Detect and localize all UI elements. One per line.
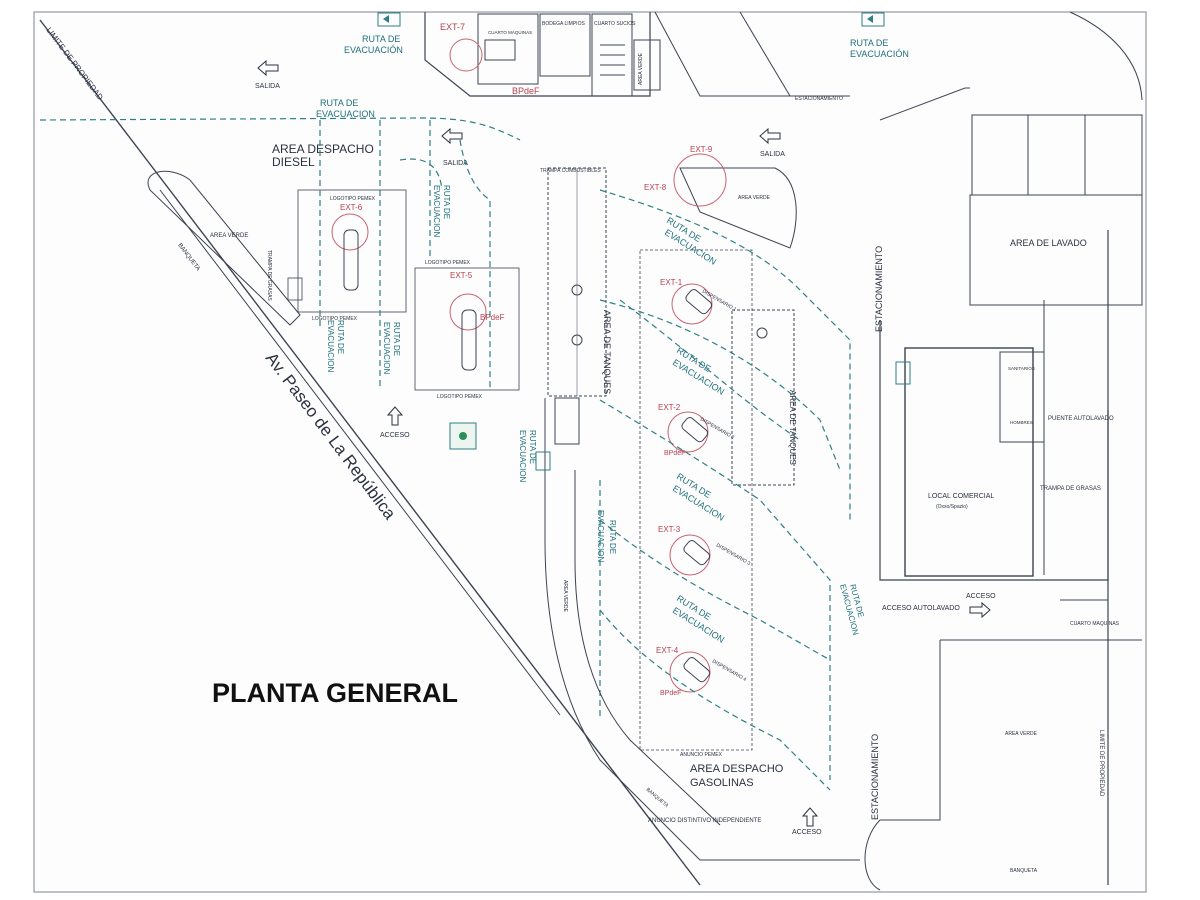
mark-d2: BPdeF [664,450,685,457]
anuncio-pemex-label: ANUNCIO PEMEX [680,752,723,758]
ruta-topright-label: RUTA DE [850,38,888,48]
tanks-zone-2 [731,309,795,486]
logotipo-pemex-3: LOGOTIPO PEMEX [437,394,483,400]
cuarto-sucios-label: CUARTO SUCIOS [594,21,636,27]
area-diesel-label-1: AREA DESPACHO [272,142,374,156]
gasolinas-zone [639,249,753,751]
salida-left-icon [257,59,279,77]
trampa-grasas-left-label: TRAMPA DE GRASAS [266,250,272,301]
evac-top-label: EVACUACION [316,109,375,119]
ext-3-label: EXT-3 [658,525,681,534]
area-tanques-2-label: AREA DE TANQUES [788,390,797,465]
trampa-combustibles-label: TRAMPA COMBUSTIBLES [540,168,601,174]
acceso-left-label: ACCESO [380,432,410,439]
right-structures [864,87,1143,891]
estacionamiento-mid-label: ESTACIONAMIENTO [874,246,884,332]
sanitarios-label: SANITARIOS [1008,366,1035,371]
cuarto-maquinas-top-label: CUARTO MAQUINAS [488,30,532,35]
evac-vert-2: EVACUACION [518,430,527,483]
acceso-bottom-label: ACCESO [792,829,822,836]
logotipo-pemex-1: LOGOTIPO PEMEX [330,196,376,202]
street-edge [39,19,701,886]
salida-mid-label: SALIDA [443,160,468,167]
ruta-vert-2: RUTA DE [528,430,537,464]
evac-vert-1: EVACUACION [596,510,605,563]
area-verde-strip-label: AREA VERDE [562,580,568,613]
area-diesel-label-2: DIESEL [272,155,315,169]
estacionamiento-top-label: ESTACIONAMIENTO [795,96,843,102]
ext-1-label: EXT-1 [660,278,683,287]
ext-4-label: EXT-4 [656,646,679,655]
acceso-autolavado-label: ACCESO AUTOLAVADO [882,605,960,612]
evac-diesel-1: EVACUACION [326,320,335,373]
salida-mid-icon [441,127,463,145]
ruta-vert-1: RUTA DE [608,520,617,554]
bodega-limpios-label: BODEGA LIMPIOS [542,21,585,27]
area-verde-top-label: AREA VERDE [638,52,644,85]
area-verde-right-label: AREA VERDE [1005,731,1038,737]
salida-right-icon [759,127,781,145]
diesel-island-1 [297,189,407,313]
ruta-diesel-2: RUTA DE [392,322,401,356]
evac-diesel-3: EVACUACION [432,185,441,238]
ext-2-label: EXT-2 [658,403,681,412]
evac-diesel-2: EVACUACION [382,322,391,375]
local-sub-label: (Oxxo/Spazio) [936,504,968,510]
ruta-diesel-1: RUTA DE [336,320,345,354]
top-evacuation-route [39,117,521,141]
mark-top: BPdeF [512,86,540,96]
ruta-topleft-label: RUTA DE [362,34,400,44]
mark-d4: BPdeF [660,690,681,697]
area-gas-label-2: GASOLINAS [690,777,754,789]
ext-5-label: EXT-5 [450,271,473,280]
evac-topright-label: EVACUACIÓN [850,49,909,59]
ruta-diesel-3: RUTA DE [442,185,451,219]
mark-diesel: BPdeF [480,313,505,322]
evac-topleft-label: EVACUACIÓN [344,45,403,55]
puente-autolavado-label: PUENTE AUTOLAVADO [1048,416,1114,422]
logotipo-pemex-2: LOGOTIPO PEMEX [425,260,471,266]
acceso-right-label: ACCESO [966,593,996,600]
trampa-grasas-right-label: TRAMPA DE GRASAS [1040,486,1101,492]
hombres-label: HOMBRES [1010,420,1033,425]
cuarto-maquinas-right-label: CUARTO MAQUINAS [1070,621,1120,627]
limite-derecho-label: LIMITE DE PROPIEDAD [1098,730,1104,797]
ext-7-label: EXT-7 [440,22,465,32]
ruta-top-label: RUTA DE [320,98,358,108]
estacionamiento-bottom-label: ESTACIONAMIENTO [870,734,880,820]
page-title: PLANTA GENERAL [212,678,458,708]
local-comercial-label: LOCAL COMERCIAL [928,493,994,500]
area-verde-left-label: AREA VERDE [210,233,248,239]
anuncio-distintivo-label: ANUNCIO DISTINTIVO INDEPENDIENTE [648,818,761,824]
ext-6-label: EXT-6 [340,203,363,212]
service-building [424,12,661,97]
diesel-island-2 [414,267,520,391]
ext-8-label: EXT-8 [644,183,667,192]
banqueta-right-label: BANQUETA [1010,868,1038,874]
ext-9-label: EXT-9 [690,145,713,154]
area-tanques-label: AREA DE TANQUES [602,310,612,394]
salida-left-label: SALIDA [255,83,280,90]
gas-evacuation-routes [599,189,851,791]
logotipo-pemex-4: LOGOTIPO PEMEX [312,316,358,322]
area-lavado-label: AREA DE LAVADO [1010,238,1087,248]
area-gas-label-1: AREA DESPACHO [690,763,784,775]
area-verde-island-label: AREA VERDE [738,195,771,201]
salida-right-label: SALIDA [760,151,785,158]
